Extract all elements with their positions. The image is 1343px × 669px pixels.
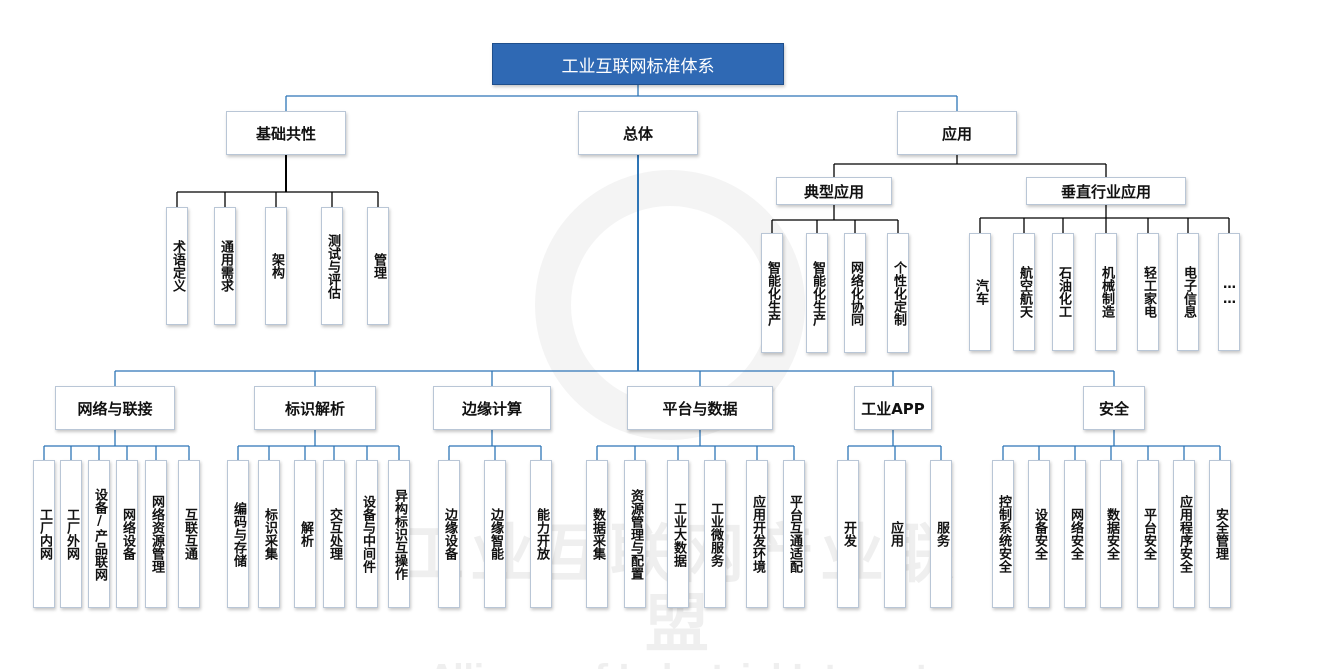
zongti-leaf: 标识采集 [258,460,280,608]
zongti-leaf: 工厂内网 [33,460,55,608]
zongti-leaf: 设备与中间件 [356,460,378,608]
chuizhi-leaf: 机械制造 [1095,233,1117,351]
zongti-leaf: 数据安全 [1100,460,1122,608]
dianxing-leaf: 个性化定制 [887,233,909,353]
jichu-leaf: 管理 [367,207,389,325]
zongti-leaf: 网络安全 [1064,460,1086,608]
node-zongti: 总体 [578,111,698,155]
dianxing-leaf: 网络化协同 [844,233,866,353]
zongti-leaf: 边缘智能 [484,460,506,608]
zongti-leaf: 资源管理与配置 [624,460,646,608]
zongti-leaf: 开发 [837,460,859,608]
dianxing-leaf: 智能化生产 [761,233,783,353]
root-node: 工业互联网标准体系 [492,43,784,85]
node-dianxing: 典型应用 [776,177,892,205]
zongti-leaf: 工业微服务 [704,460,726,608]
zongti-leaf: 服务 [930,460,952,608]
zongti-leaf: 应用程序安全 [1173,460,1195,608]
zongti-leaf: 解析 [294,460,316,608]
zongti-leaf: 平台安全 [1137,460,1159,608]
zongti-leaf: 工厂外网 [60,460,82,608]
zongti-leaf: 应用开发环境 [746,460,768,608]
jichu-leaf: 架构 [265,207,287,325]
zongti-leaf: 异构标识互操作 [388,460,410,608]
node-chuizhi: 垂直行业应用 [1026,177,1186,205]
zongti-leaf: 设备安全 [1028,460,1050,608]
zongti-leaf: 网络资源管理 [145,460,167,608]
node-jichu: 基础共性 [226,111,346,155]
zongti-child-0: 网络与联接 [55,386,175,430]
zongti-child-2: 边缘计算 [433,386,551,430]
zongti-child-4: 工业APP [854,386,932,430]
dianxing-leaf: 智能化生产 [806,233,828,353]
zongti-child-1: 标识解析 [254,386,376,430]
zongti-leaf: 应用 [884,460,906,608]
zongti-leaf: 交互处理 [323,460,345,608]
zongti-leaf: 控制系统安全 [992,460,1014,608]
zongti-leaf: 设备/产品联网 [88,460,110,608]
zongti-leaf: 安全管理 [1209,460,1231,608]
jichu-leaf: 术语定义 [166,207,188,325]
chuizhi-leaf: 电子信息 [1177,233,1199,351]
zongti-leaf: 边缘设备 [438,460,460,608]
chuizhi-leaf: 石油化工 [1052,233,1074,351]
zongti-child-3: 平台与数据 [627,386,773,430]
zongti-leaf: 平台互通适配 [783,460,805,608]
jichu-leaf: 测试与评估 [321,207,343,325]
zongti-leaf: 编码与存储 [227,460,249,608]
chuizhi-leaf: 航空航天 [1013,233,1035,351]
zongti-leaf: 能力开放 [530,460,552,608]
zongti-leaf: 工业大数据 [667,460,689,608]
zongti-leaf: 互联互通 [178,460,200,608]
chuizhi-leaf: …… [1218,233,1240,351]
zongti-leaf: 数据采集 [586,460,608,608]
zongti-leaf: 网络设备 [116,460,138,608]
jichu-leaf: 通用需求 [214,207,236,325]
chuizhi-leaf: 轻工家电 [1137,233,1159,351]
chuizhi-leaf: 汽车 [969,233,991,351]
zongti-child-5: 安全 [1083,386,1145,430]
node-yingyong: 应用 [897,111,1017,155]
